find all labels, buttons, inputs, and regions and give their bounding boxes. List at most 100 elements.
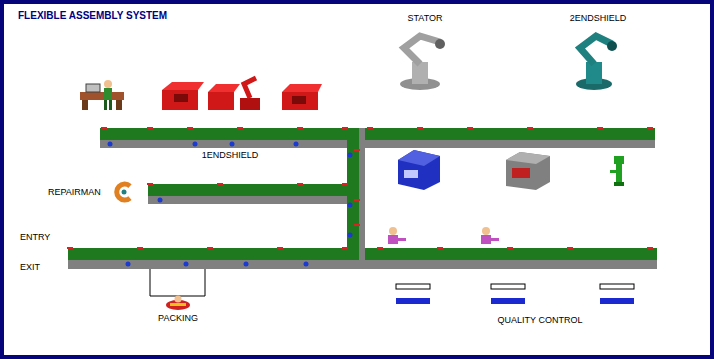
operator-arm [398,238,406,241]
robot-body [412,62,428,84]
repairman-dot [122,190,127,195]
operator-body [481,235,491,244]
cross-conveyor [347,128,359,260]
station-bar [396,298,430,304]
part-marker [567,247,573,249]
part-marker [527,127,533,129]
station-tray [396,284,430,289]
top-conveyor-rail [100,140,655,148]
cabinet-body [506,152,550,190]
part-marker [354,199,360,201]
part-marker [217,183,223,185]
part-marker [297,127,303,129]
bottom-conveyor-rail [68,260,657,269]
part-marker [187,127,193,129]
cabinet-top [506,152,550,164]
machine-top [162,82,204,90]
operator-head [389,227,397,235]
part-marker [647,127,653,129]
machine-top [282,84,322,92]
station-label: 1ENDSHIELD [202,151,259,161]
part-marker [67,247,73,249]
repairman-shape [117,184,130,200]
repairman-icon [117,184,130,200]
pallet-dot [348,203,353,208]
unit-base [614,182,624,186]
green-unit-icon [610,156,624,186]
endshield-robot-icon [576,36,617,90]
pallet-dot [193,142,198,147]
robot-gripper [435,39,445,49]
bench-leg [116,100,122,110]
station-tray [491,284,525,289]
conveyors [68,128,657,269]
pallet-dot [294,142,299,147]
station-label: STATOR [407,14,442,24]
cross-conveyor-rail [359,128,365,260]
quality-stations [396,284,634,304]
machine-top [208,84,240,92]
repair-conveyor [148,184,348,196]
cabinet-display [512,168,530,178]
blue-machine-icon [398,150,440,190]
part-marker [354,224,360,226]
red-machine [282,84,322,110]
part-marker [207,247,213,249]
station-label: ENTRY [20,233,50,243]
operator-icon [481,227,499,244]
unit-arm [610,170,616,173]
machine-body [282,92,318,110]
pallet-dot [244,262,249,267]
operator-arm [491,238,499,241]
worker-head [104,80,112,88]
part-marker [437,247,443,249]
station-bar [600,298,634,304]
pallet-dot [348,233,353,238]
bench-leg [82,100,88,110]
station-label: QUALITY CONTROL [498,316,583,326]
part-marker [342,247,348,249]
robot-arm [404,36,440,64]
test-cabinet-icon [506,152,550,190]
part-marker [342,183,348,185]
unit-head [614,156,624,164]
worker-bench-icon [80,80,124,110]
red-machine [162,82,204,110]
machine-body [162,90,198,110]
red-robot-machine [208,78,260,110]
robot-arm [244,78,256,98]
machine-body [398,150,440,190]
operator-body [388,235,398,244]
pallet-dot [184,262,189,267]
machine-body [208,92,234,110]
station-bar [491,298,525,304]
stator-robot-icon [400,36,445,90]
worker-body [104,88,112,100]
pallet-dot [348,153,353,158]
part-marker [367,127,373,129]
worker-leg [109,100,112,110]
packer-box [170,303,186,306]
pallet-dot [126,262,131,267]
packer-head [175,296,182,303]
part-marker [277,247,283,249]
station-tray [600,284,634,289]
part-marker [467,127,473,129]
station-label: PACKING [158,314,198,324]
part-marker [137,247,143,249]
part-marker [417,127,423,129]
packing-bracket [150,269,205,296]
operator-head [482,227,490,235]
part-marker [597,127,603,129]
station-label: REPAIRMAN [48,188,101,198]
pallet-dot [230,142,235,147]
packer-icon [166,296,190,311]
part-marker [342,127,348,129]
conveyor-markers [67,127,653,267]
robot-arm [580,36,612,64]
part-marker [101,127,107,129]
pallet-dot [304,262,309,267]
top-conveyor [100,128,655,140]
